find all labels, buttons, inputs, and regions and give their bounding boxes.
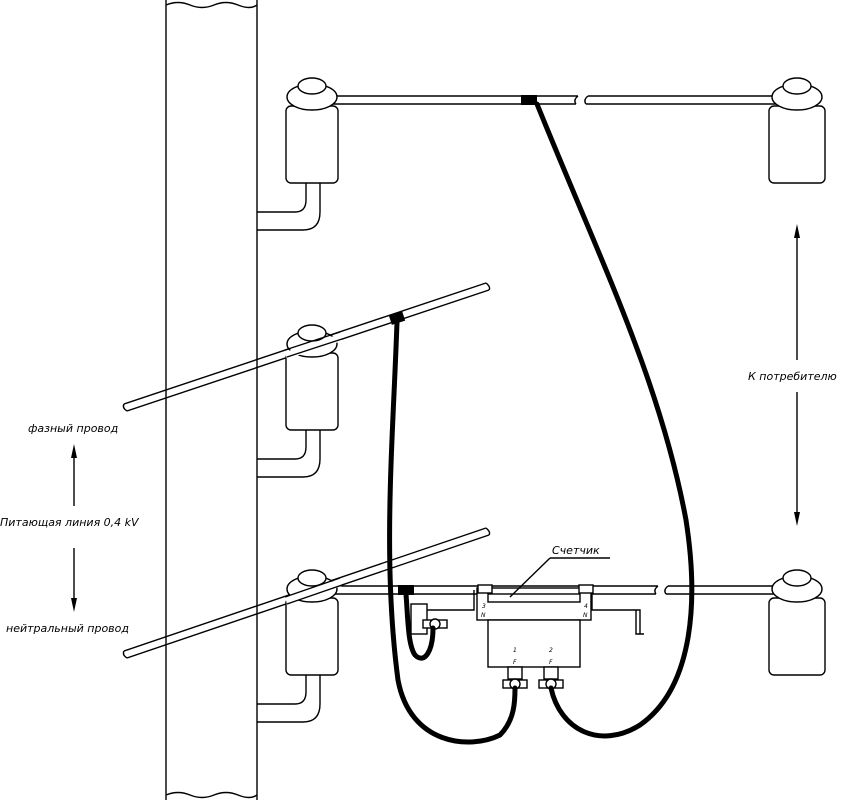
terminal-f-right-label: F bbox=[549, 659, 553, 666]
meter: 3 4 N N 1 2 F F bbox=[410, 584, 644, 680]
meter-display bbox=[487, 593, 581, 603]
consumer-wire-top bbox=[312, 95, 800, 105]
phase-wire-label: фазный провод bbox=[28, 422, 118, 435]
terminal-4-clamp bbox=[578, 584, 594, 594]
terminal-3-label: 3 bbox=[482, 603, 486, 610]
meter-label: Счетчик bbox=[552, 544, 600, 557]
meter-top-box bbox=[476, 587, 592, 621]
insulator-top-left bbox=[285, 77, 339, 184]
terminal-n-right-label: N bbox=[583, 612, 588, 619]
consumer-arrow: К потребителю bbox=[748, 224, 837, 526]
supply-line-annotation: фазный провод Питающая линия 0,4 kV нейт… bbox=[0, 422, 140, 635]
meter-callout: Счетчик bbox=[509, 544, 610, 598]
left-bracket-end bbox=[410, 603, 428, 635]
neutral-wire-label: нейтральный провод bbox=[6, 622, 129, 635]
terminal-2-label: 2 bbox=[549, 647, 553, 654]
insulator-hooks bbox=[257, 183, 321, 723]
terminal-1-label: 1 bbox=[513, 647, 517, 654]
terminal-4-label: 4 bbox=[584, 603, 588, 610]
wires-over-insulators bbox=[284, 331, 343, 605]
terminal-f-left-label: F bbox=[513, 659, 517, 666]
to-consumer-label: К потребителю bbox=[748, 370, 837, 383]
terminal-n-left-label: N bbox=[481, 612, 486, 619]
insulator-top-right bbox=[768, 77, 826, 184]
insulator-bottom-left bbox=[285, 569, 339, 676]
utility-pole bbox=[165, 0, 258, 800]
insulator-bottom-right bbox=[768, 569, 826, 676]
supply-line-label: Питающая линия 0,4 kV bbox=[0, 516, 140, 529]
terminal-3-clamp bbox=[477, 584, 493, 594]
meter-body bbox=[487, 619, 581, 668]
cables bbox=[387, 101, 695, 745]
